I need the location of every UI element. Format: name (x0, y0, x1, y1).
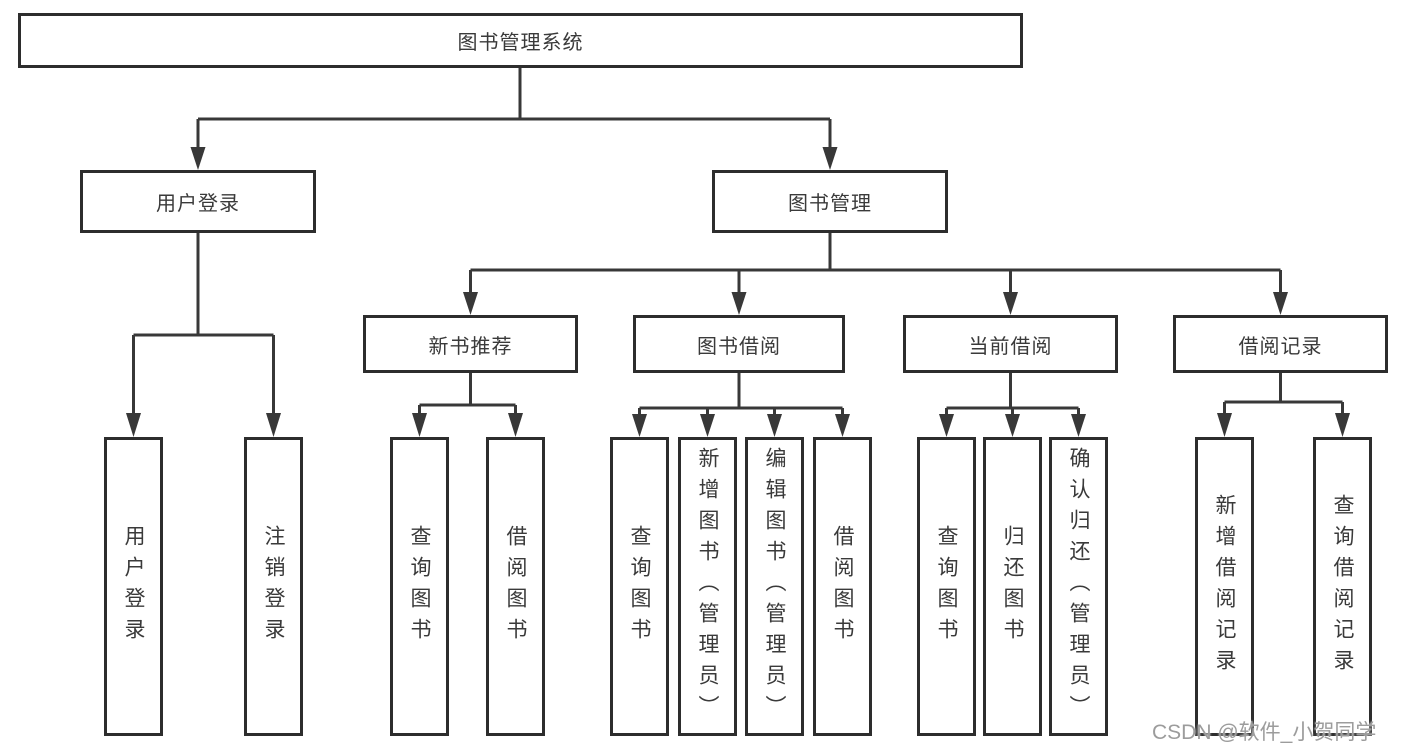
leaf-recommend-query-book-label: 查询图书 (408, 524, 431, 649)
node-new-book-recommend-label: 新书推荐 (428, 335, 513, 358)
leaf-add-borrow-record-label: 新增借阅记录 (1213, 493, 1236, 680)
leaf-return-book-label: 归还图书 (1001, 524, 1024, 649)
leaf-add-book-admin-label: 新增图书（管理员） (696, 447, 719, 726)
leaf-add-book-admin: 新增图书（管理员） (678, 437, 737, 736)
node-user-login: 用户登录 (80, 170, 316, 233)
node-root-label: 图书管理系统 (457, 32, 584, 54)
leaf-borrow-book-label: 借阅图书 (831, 524, 854, 649)
leaf-edit-book-admin: 编辑图书（管理员） (745, 437, 804, 736)
leaf-current-query-book: 查询图书 (917, 437, 976, 736)
node-borrow-record-label: 借阅记录 (1238, 335, 1323, 358)
node-book-management: 图书管理 (712, 170, 948, 233)
csdn-watermark: CSDN @软件_小贺同学 (1152, 721, 1377, 744)
node-current-borrow: 当前借阅 (903, 315, 1118, 373)
leaf-confirm-return-admin: 确认归还（管理员） (1049, 437, 1108, 736)
leaf-user-login-label: 用户登录 (122, 524, 145, 649)
leaf-edit-book-admin-label: 编辑图书（管理员） (763, 447, 786, 726)
node-root: 图书管理系统 (18, 13, 1023, 68)
node-new-book-recommend: 新书推荐 (363, 315, 578, 373)
leaf-logout-label: 注销登录 (262, 524, 285, 649)
leaf-add-borrow-record: 新增借阅记录 (1195, 437, 1254, 736)
leaf-borrow-query-book-label: 查询图书 (628, 524, 651, 649)
leaf-query-borrow-record: 查询借阅记录 (1313, 437, 1372, 736)
node-book-borrow-label: 图书借阅 (697, 335, 781, 358)
leaf-recommend-borrow-book: 借阅图书 (486, 437, 545, 736)
node-current-borrow-label: 当前借阅 (968, 335, 1053, 358)
leaf-return-book: 归还图书 (983, 437, 1042, 736)
leaf-query-borrow-record-label: 查询借阅记录 (1331, 493, 1354, 680)
node-book-borrow: 图书借阅 (633, 315, 845, 373)
leaf-recommend-query-book: 查询图书 (390, 437, 449, 736)
leaf-current-query-book-label: 查询图书 (935, 524, 958, 649)
node-user-login-label: 用户登录 (156, 193, 240, 215)
leaf-borrow-book: 借阅图书 (813, 437, 872, 736)
leaf-logout: 注销登录 (244, 437, 303, 736)
leaf-user-login: 用户登录 (104, 437, 163, 736)
leaf-borrow-query-book: 查询图书 (610, 437, 669, 736)
node-book-management-label: 图书管理 (788, 193, 872, 215)
leaf-confirm-return-admin-label: 确认归还（管理员） (1067, 447, 1090, 726)
node-borrow-record: 借阅记录 (1173, 315, 1388, 373)
leaf-recommend-borrow-book-label: 借阅图书 (504, 524, 527, 649)
